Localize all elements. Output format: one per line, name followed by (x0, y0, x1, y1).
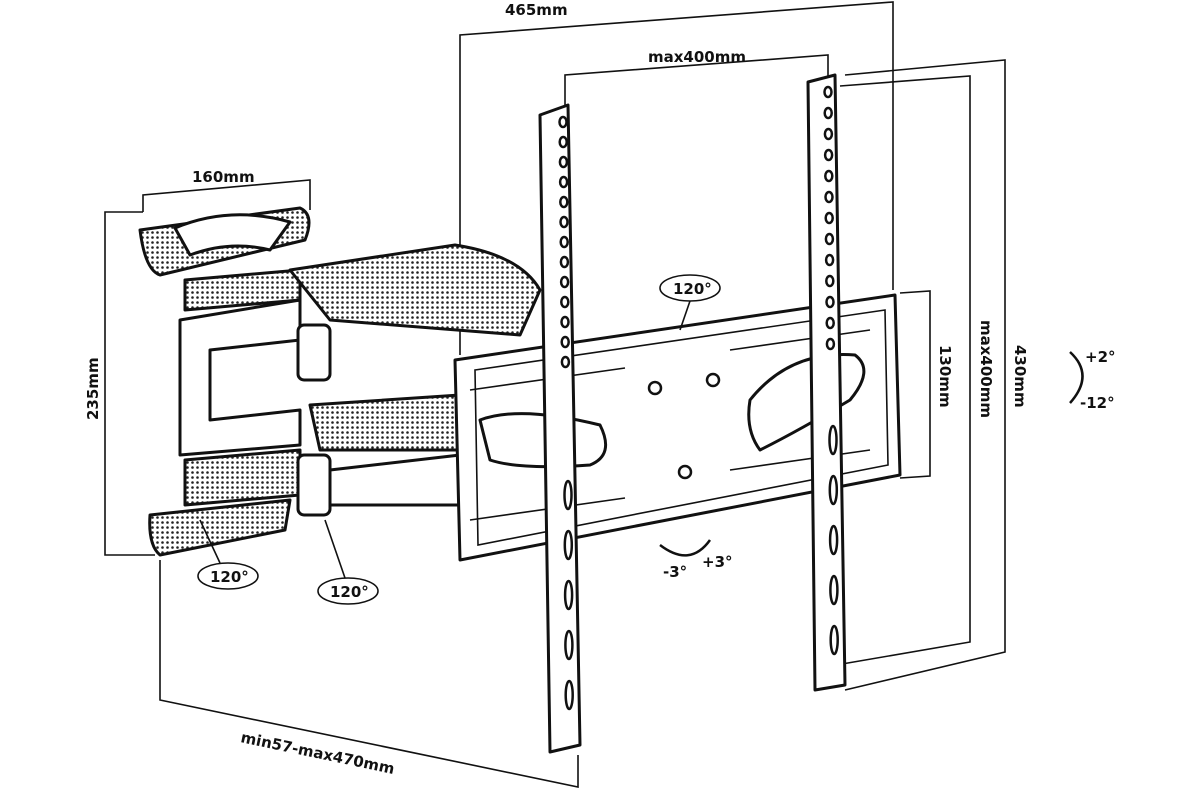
right-vertical-rail (806, 73, 847, 692)
rail-hole (563, 579, 574, 611)
rail-hole (823, 106, 833, 120)
rail-hole (559, 255, 570, 269)
rail-hole (824, 232, 835, 246)
swing-arms (288, 243, 542, 517)
rail-hole (824, 211, 834, 225)
rail-hole (560, 315, 570, 329)
angle-badges (197, 274, 721, 605)
rail-hole (829, 624, 839, 656)
rail-hole (563, 479, 573, 511)
elbow-hinge-lower (296, 453, 332, 517)
rail-hole (823, 148, 834, 162)
elbow-hinge-upper (296, 323, 332, 382)
label-vesa-horizontal: max400mm (648, 48, 746, 66)
rotation-arrow-icon (659, 539, 712, 557)
rail-hole (560, 335, 570, 349)
rail-hole (558, 155, 569, 169)
rail-hole (823, 127, 834, 141)
rail-hole (828, 424, 838, 456)
label-swivel-plate: 120° (673, 280, 712, 298)
label-rotation-right: +3° (702, 553, 733, 571)
rail-hole (559, 235, 569, 249)
label-total-height: 430mm (1011, 345, 1029, 408)
rail-hole (825, 295, 835, 309)
dim-line-extension (159, 560, 579, 788)
rail-hole (828, 524, 839, 556)
rail-hole (824, 253, 835, 267)
rail-hole (564, 679, 574, 711)
label-wall-plate-height: 235mm (84, 357, 102, 420)
rail-hole (558, 135, 568, 149)
rail-hole (563, 529, 574, 561)
dim-line-vesa-h (564, 54, 829, 110)
rail-holes (558, 85, 839, 711)
dim-line-160 (142, 179, 311, 212)
label-extension: min57-max470mm (239, 728, 396, 778)
rail-hole (559, 195, 569, 209)
label-swivel-elbow: 120° (330, 583, 369, 601)
tilt-arrow-icon (1069, 351, 1084, 404)
rail-hole (559, 275, 570, 289)
dim-line-130 (899, 290, 931, 479)
dim-line-465 (459, 1, 894, 355)
rail-hole (825, 337, 836, 351)
wall-plate (138, 206, 311, 557)
rail-hole (824, 169, 834, 183)
label-bracket-height: 130mm (936, 345, 954, 408)
rail-hole (559, 215, 569, 229)
label-vesa-vertical: max400mm (977, 320, 995, 418)
label-wall-plate-width: 160mm (192, 168, 255, 186)
rail-hole (824, 190, 834, 204)
label-tilt-up: +2° (1085, 348, 1116, 366)
rail-hole (825, 274, 835, 288)
dim-line-430 (844, 59, 1006, 691)
rail-hole (558, 175, 569, 189)
dim-line-vesa-v (839, 75, 971, 665)
rail-hole (829, 574, 839, 606)
rail-hole (560, 295, 570, 309)
label-swivel-wall: 120° (210, 568, 249, 586)
rail-hole (828, 474, 839, 506)
rail-hole (558, 115, 568, 129)
dimension-lines (104, 1, 1006, 788)
label-tilt-down: -12° (1080, 394, 1115, 412)
label-rotation-left: -3° (663, 563, 687, 581)
rail-hole (560, 355, 571, 369)
rail-hole (823, 85, 833, 99)
dim-line-235 (104, 211, 155, 556)
rail-hole (825, 316, 835, 330)
rail-hole (564, 629, 574, 661)
label-total-width: 465mm (505, 1, 568, 19)
